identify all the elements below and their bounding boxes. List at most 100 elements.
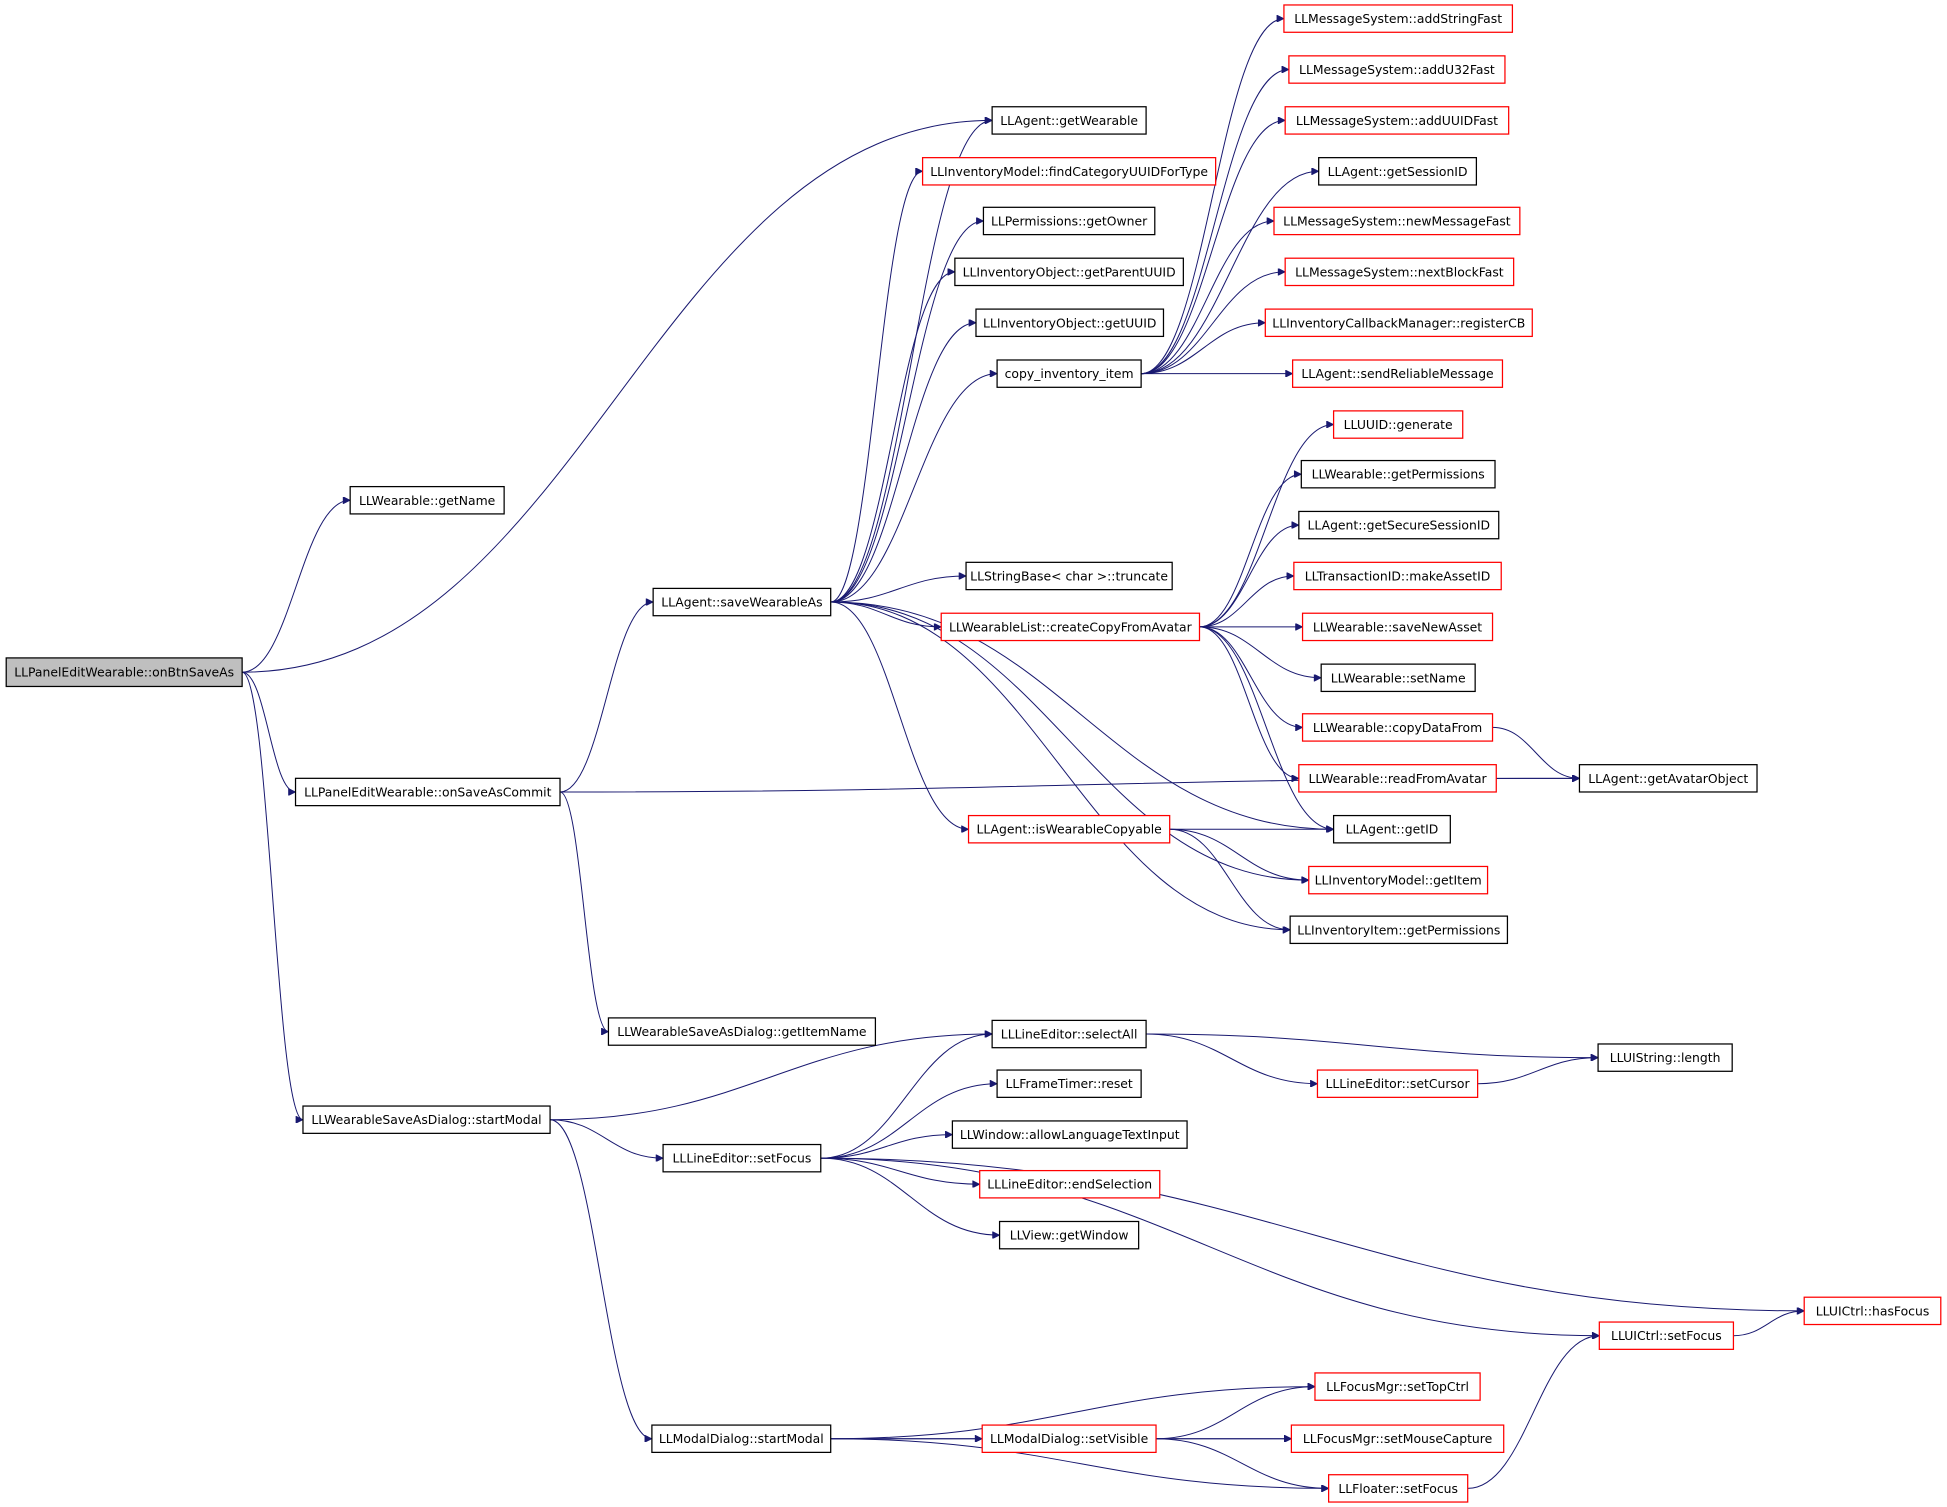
- node-box: [1314, 1372, 1481, 1401]
- edge-copyInv-to-nextBlockFast: [1141, 272, 1285, 375]
- node-label: LLAgent::getWearable: [1000, 113, 1138, 128]
- node-label: LLInventoryModel::getItem: [1315, 873, 1482, 888]
- node-reset[interactable]: LLFrameTimer::reset: [996, 1069, 1142, 1098]
- edge-saveWearableAs-to-createCopy: [830, 601, 942, 627]
- edge-floaterSetFocus-to-uictrlSetFocus: [1467, 1336, 1600, 1489]
- edge-setFocusLE-to-uictrlSetFocus: [820, 1157, 1600, 1336]
- edge-root-to-startModalWS: [241, 671, 303, 1120]
- node-label: LLMessageSystem::addStringFast: [1294, 11, 1502, 26]
- node-label: LLAgent::saveWearableAs: [661, 595, 822, 610]
- node-setMouseCapture[interactable]: LLFocusMgr::setMouseCapture: [1290, 1424, 1505, 1454]
- node-box: [1332, 410, 1464, 439]
- edge-setFocusLE-to-reset: [820, 1084, 997, 1159]
- node-label: LLAgent::getID: [1346, 822, 1439, 837]
- node-makeAssetID[interactable]: LLTransactionID::makeAssetID: [1293, 561, 1502, 591]
- edge-setFocusLE-to-endSel: [820, 1157, 980, 1184]
- node-endSel[interactable]: LLLineEditor::endSelection: [979, 1169, 1161, 1199]
- node-newMessageFast[interactable]: LLMessageSystem::newMessageFast: [1273, 206, 1521, 236]
- node-box: [951, 1120, 1188, 1149]
- node-label: LLWearableSaveAsDialog::startModal: [311, 1112, 541, 1127]
- node-label: LLLineEditor::endSelection: [987, 1177, 1152, 1192]
- node-getName[interactable]: LLWearable::getName: [349, 485, 505, 515]
- node-getSessionID[interactable]: LLAgent::getSessionID: [1318, 157, 1478, 186]
- node-label: LLInventoryCallbackManager::registerCB: [1272, 315, 1525, 330]
- node-label: LLModalDialog::setVisible: [990, 1431, 1148, 1446]
- edge-setFocusLE-to-allowLang: [820, 1135, 953, 1159]
- node-label: LLPermissions::getOwner: [991, 213, 1148, 228]
- node-box: [302, 1105, 551, 1134]
- node-box: [940, 612, 1201, 642]
- node-getPermW[interactable]: LLWearable::getPermissions: [1300, 459, 1496, 489]
- node-startModalWS[interactable]: LLWearableSaveAsDialog::startModal: [302, 1105, 551, 1134]
- node-label: LLUUID::generate: [1344, 417, 1453, 432]
- node-box: [1283, 4, 1514, 33]
- node-addUUIDFast[interactable]: LLMessageSystem::addUUIDFast: [1284, 106, 1510, 135]
- node-getWindow[interactable]: LLView::getWindow: [998, 1220, 1140, 1250]
- node-box: [998, 1220, 1140, 1250]
- node-label: LLAgent::getSecureSessionID: [1308, 518, 1491, 533]
- node-addStringFast[interactable]: LLMessageSystem::addStringFast: [1283, 4, 1514, 33]
- edge-copyInv-to-addUUIDFast: [1141, 120, 1285, 375]
- node-label: LLInventoryModel::findCategoryUUIDForTyp…: [930, 164, 1208, 179]
- node-setNameW[interactable]: LLWearable::setName: [1320, 663, 1476, 693]
- node-getSecureSID[interactable]: LLAgent::getSecureSessionID: [1298, 510, 1500, 540]
- edge-setCursor-to-uistringLength: [1477, 1058, 1598, 1085]
- node-getOwner[interactable]: LLPermissions::getOwner: [982, 206, 1156, 236]
- node-label: LLPanelEditWearable::onBtnSaveAs: [14, 665, 234, 680]
- node-box: [996, 1069, 1142, 1098]
- node-isCopyable[interactable]: LLAgent::isWearableCopyable: [967, 814, 1171, 844]
- node-createCopy[interactable]: LLWearableList::createCopyFromAvatar: [940, 612, 1201, 642]
- node-copyInv[interactable]: copy_inventory_item: [996, 359, 1142, 388]
- node-box: [662, 1143, 822, 1173]
- node-nextBlockFast[interactable]: LLMessageSystem::nextBlockFast: [1284, 257, 1515, 287]
- node-hasFocus[interactable]: LLUICtrl::hasFocus: [1803, 1296, 1942, 1326]
- node-saveNewAsset[interactable]: LLWearable::saveNewAsset: [1301, 612, 1494, 642]
- node-getAvatarObject[interactable]: LLAgent::getAvatarObject: [1578, 764, 1758, 793]
- node-box: [652, 587, 832, 617]
- node-box: [991, 1019, 1147, 1049]
- node-truncate[interactable]: LLStringBase< char >::truncate: [965, 561, 1173, 591]
- node-setTopCtrl[interactable]: LLFocusMgr::setTopCtrl: [1314, 1372, 1481, 1401]
- node-uictrlSetFocus[interactable]: LLUICtrl::setFocus: [1598, 1321, 1735, 1350]
- node-sendReliable[interactable]: LLAgent::sendReliableMessage: [1291, 359, 1504, 388]
- node-box: [1301, 612, 1494, 642]
- edge-saveWearableAs-to-findCat: [830, 171, 923, 603]
- node-startModalMD[interactable]: LLModalDialog::startModal: [651, 1424, 832, 1454]
- node-onSaveAsCommit[interactable]: LLPanelEditWearable::onSaveAsCommit: [294, 777, 561, 807]
- node-findCat[interactable]: LLInventoryModel::findCategoryUUIDForTyp…: [921, 157, 1217, 186]
- node-setVisibleMD[interactable]: LLModalDialog::setVisible: [981, 1424, 1157, 1454]
- node-getWearable[interactable]: LLAgent::getWearable: [991, 106, 1147, 135]
- node-readFromAvatar[interactable]: LLWearable::readFromAvatar: [1298, 764, 1497, 793]
- node-getItem[interactable]: LLInventoryModel::getItem: [1308, 865, 1489, 895]
- node-box: [294, 777, 561, 807]
- node-uistringLength[interactable]: LLUIString::length: [1597, 1043, 1733, 1072]
- node-registerCB[interactable]: LLInventoryCallbackManager::registerCB: [1264, 308, 1533, 338]
- node-setCursor[interactable]: LLLineEditor::setCursor: [1316, 1069, 1479, 1098]
- node-copyDataFrom[interactable]: LLWearable::copyDataFrom: [1301, 713, 1494, 742]
- node-getUUID[interactable]: LLInventoryObject::getUUID: [975, 308, 1165, 338]
- node-box: [967, 814, 1171, 844]
- node-box: [981, 1424, 1157, 1454]
- node-getItemName[interactable]: LLWearableSaveAsDialog::getItemName: [607, 1017, 877, 1046]
- node-box: [1284, 257, 1515, 287]
- node-label: LLLineEditor::selectAll: [1001, 1027, 1138, 1042]
- node-addU32Fast[interactable]: LLMessageSystem::addU32Fast: [1288, 55, 1506, 84]
- node-floaterSetFocus[interactable]: LLFloater::setFocus: [1328, 1474, 1469, 1503]
- edge-startModalWS-to-selectAll: [550, 1034, 992, 1121]
- node-setFocusLE[interactable]: LLLineEditor::setFocus: [662, 1143, 822, 1173]
- node-label: LLWearable::saveNewAsset: [1313, 619, 1482, 634]
- node-root[interactable]: LLPanelEditWearable::onBtnSaveAs: [5, 657, 243, 688]
- node-label: LLStringBase< char >::truncate: [970, 568, 1168, 583]
- node-allowLang[interactable]: LLWindow::allowLanguageTextInput: [951, 1120, 1188, 1149]
- node-label: LLAgent::getSessionID: [1328, 164, 1468, 179]
- node-getParentUUID[interactable]: LLInventoryObject::getParentUUID: [954, 257, 1184, 287]
- node-saveWearableAs[interactable]: LLAgent::saveWearableAs: [652, 587, 832, 617]
- node-getID[interactable]: LLAgent::getID: [1332, 814, 1451, 844]
- node-generate[interactable]: LLUUID::generate: [1332, 410, 1464, 439]
- node-label: LLUICtrl::setFocus: [1611, 1328, 1722, 1343]
- node-getPermII[interactable]: LLInventoryItem::getPermissions: [1289, 915, 1509, 945]
- edge-onSaveAsCommit-to-saveWearableAs: [560, 602, 653, 793]
- node-selectAll[interactable]: LLLineEditor::selectAll: [991, 1019, 1147, 1049]
- node-label: LLMessageSystem::addU32Fast: [1299, 62, 1495, 77]
